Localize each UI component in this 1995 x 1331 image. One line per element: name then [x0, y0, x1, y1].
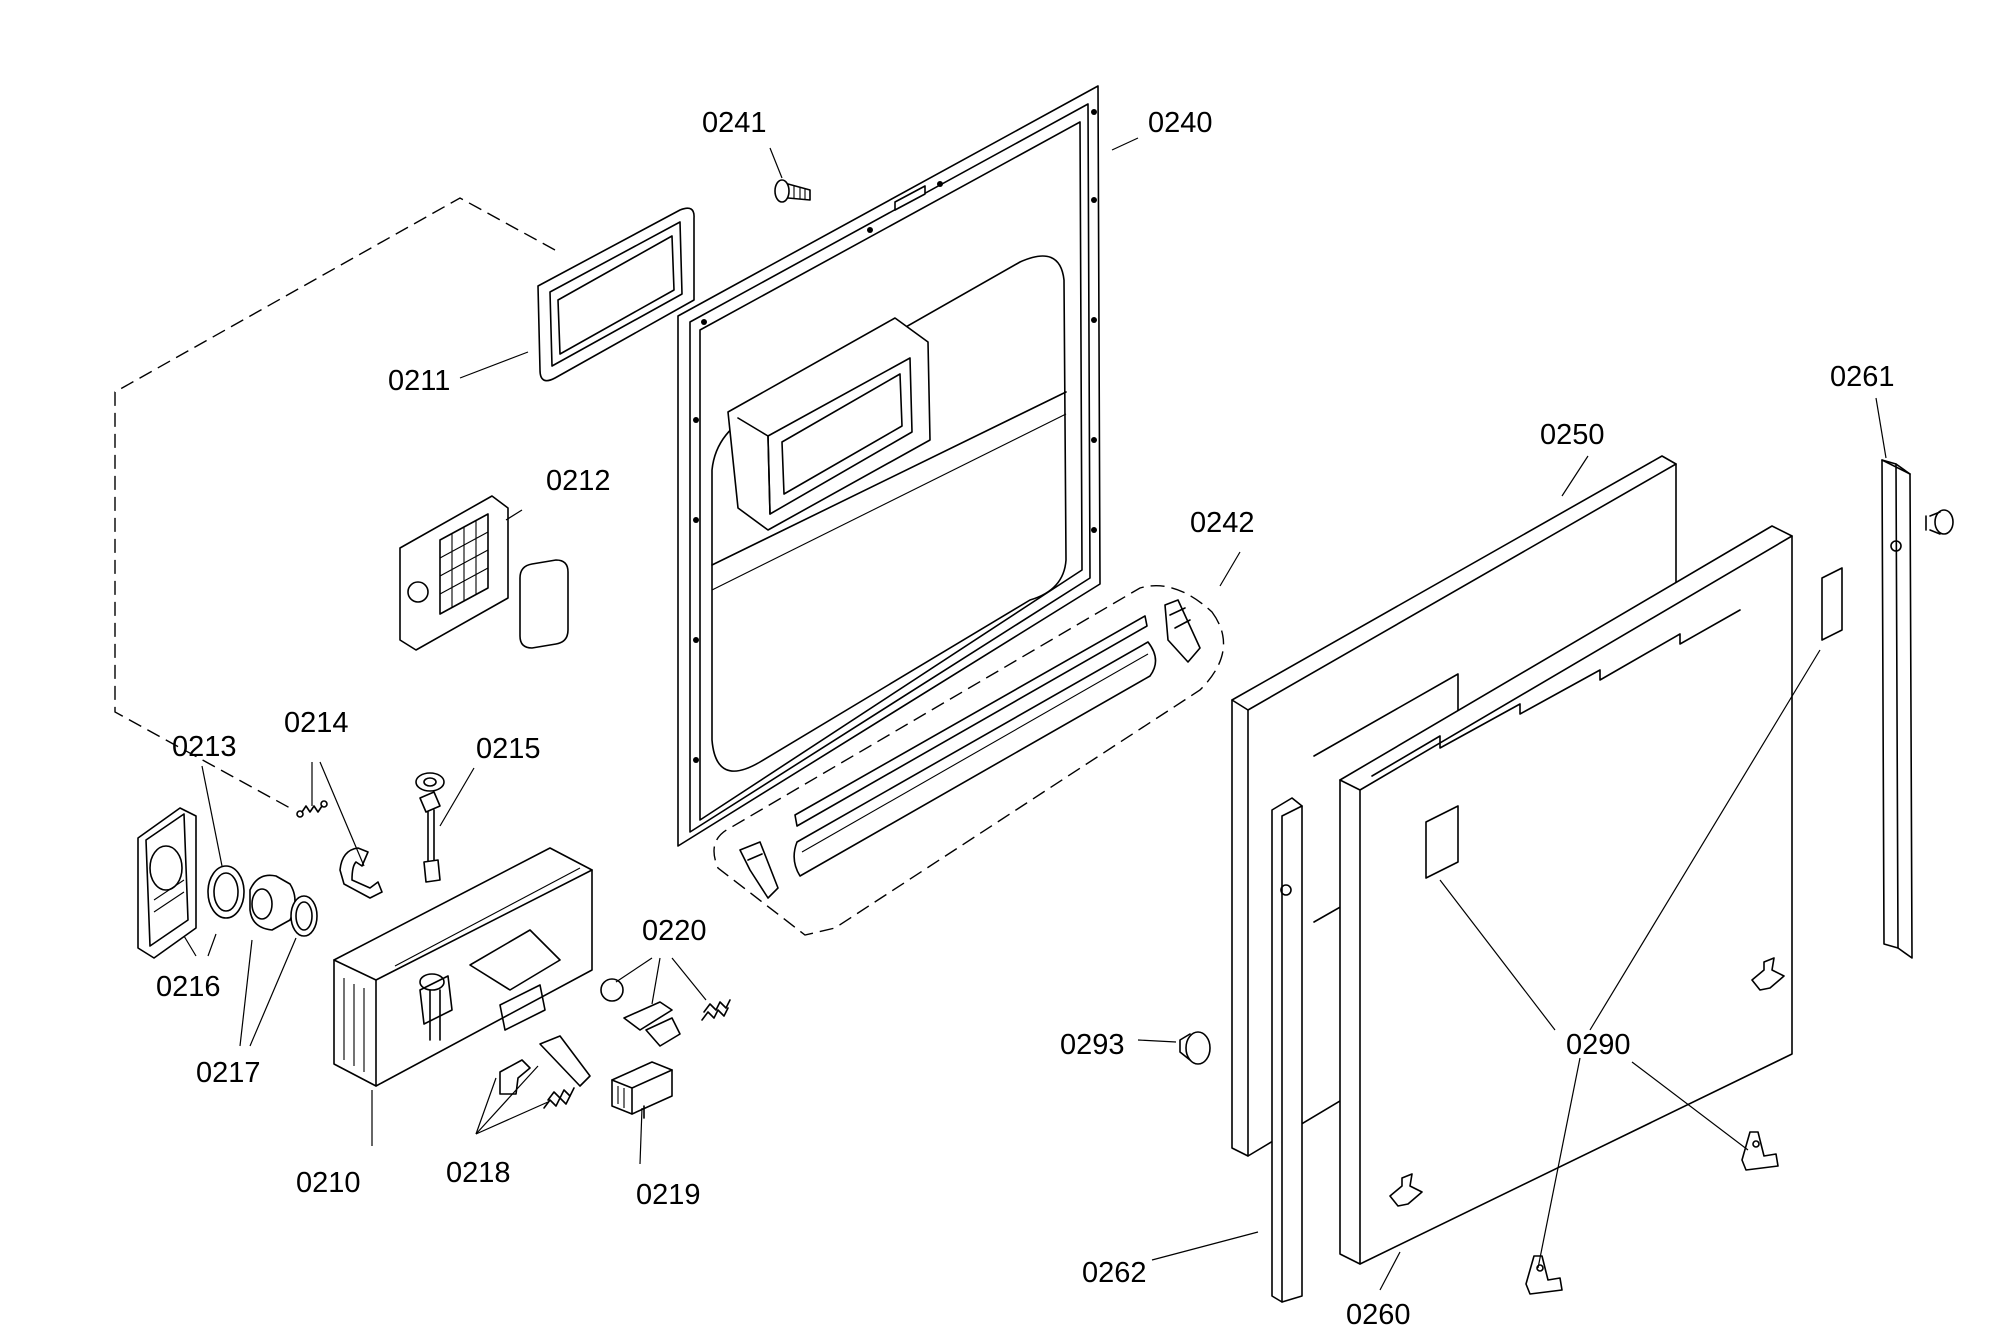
- gasket-frame-0211: [537, 207, 695, 382]
- label-0212: 0212: [546, 465, 611, 497]
- side-strip-0262: [1271, 797, 1303, 1303]
- label-0210: 0210: [296, 1167, 361, 1199]
- label-0242: 0242: [1190, 507, 1255, 539]
- label-0216: 0216: [156, 971, 221, 1003]
- part-labels: 0241 0240 0211 0212 0242 0250 0261 0213 …: [156, 107, 1895, 1331]
- label-0220: 0220: [642, 915, 707, 947]
- label-0262: 0262: [1082, 1257, 1147, 1289]
- label-0240: 0240: [1148, 107, 1213, 139]
- label-0217: 0217: [196, 1057, 261, 1089]
- side-strip-0261: [1881, 459, 1954, 959]
- outer-panel-0260: [1339, 525, 1843, 1265]
- label-0290: 0290: [1566, 1029, 1631, 1061]
- filter-housing-0212: [399, 495, 569, 651]
- label-0213: 0213: [172, 731, 237, 763]
- dashed-group-door-bottom: [713, 585, 1225, 936]
- label-0219: 0219: [636, 1179, 701, 1211]
- label-0241: 0241: [702, 107, 767, 139]
- inner-door-panel: [677, 85, 1101, 847]
- bottom-trim-parts: [739, 599, 1201, 899]
- pin-0215: [415, 772, 445, 883]
- label-0211: 0211: [388, 365, 450, 397]
- spring-lever-0214: [296, 800, 383, 899]
- label-0261: 0261: [1830, 361, 1895, 393]
- screw-0241: [774, 179, 811, 203]
- label-0260: 0260: [1346, 1299, 1411, 1331]
- dispenser-body-0210: [333, 847, 593, 1087]
- label-0250: 0250: [1540, 419, 1605, 451]
- brackets-0290: [1525, 1131, 1779, 1295]
- label-0293: 0293: [1060, 1029, 1125, 1061]
- knob-parts-0213-0216-0217: [137, 807, 318, 959]
- small-parts-0218-0219-0220: [499, 978, 731, 1119]
- label-0214: 0214: [284, 707, 349, 739]
- dashed-group-detergent-dispenser: [114, 197, 556, 809]
- leader-lines: [183, 137, 1887, 1291]
- label-0218: 0218: [446, 1157, 511, 1189]
- label-0215: 0215: [476, 733, 541, 765]
- button-0293: [1179, 1031, 1211, 1065]
